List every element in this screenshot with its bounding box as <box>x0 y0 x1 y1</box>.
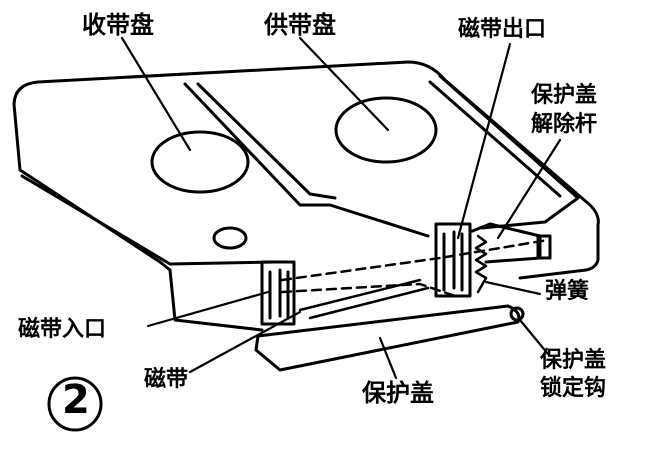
label-cover-release-line2: 解除杆 <box>531 112 598 137</box>
label-cover-lock-line2: 锁定钩 <box>540 376 607 401</box>
cassette-top-outline <box>12 60 600 227</box>
figure-number-circle <box>47 376 103 432</box>
label-cover-lock-line1: 保护盖 <box>540 348 607 373</box>
label-spring: 弹簧 <box>545 279 590 304</box>
tape-diagonal <box>298 278 430 320</box>
cassette-front-left <box>168 268 264 332</box>
label-tape-exit: 磁带出口 <box>458 17 547 42</box>
entry-guide-inner <box>268 268 290 320</box>
cassette-right-rim <box>438 74 580 230</box>
cassette-front-edge <box>20 174 277 266</box>
label-cover-release-line1: 保护盖 <box>531 83 598 108</box>
leader-supply <box>298 36 390 132</box>
label-supply-reel: 供带盘 <box>264 11 336 39</box>
cassette-right-end <box>518 223 600 280</box>
label-tape: 磁带 <box>144 367 189 392</box>
leader-tape <box>188 310 302 374</box>
leader-spring <box>484 280 542 296</box>
small-hole <box>212 226 248 250</box>
tape-path-upper <box>280 238 550 282</box>
leader-entry <box>146 290 270 328</box>
leader-exit <box>456 42 512 240</box>
leader-cover <box>378 336 398 380</box>
exit-guide-inner <box>442 230 464 292</box>
leader-release <box>496 138 562 240</box>
cassette-ridge <box>183 82 430 238</box>
lock-hook <box>509 306 525 322</box>
label-take-up-reel: 收带盘 <box>82 11 154 39</box>
exit-guide <box>434 222 472 298</box>
spring <box>474 234 488 294</box>
label-tape-entry: 磁带入口 <box>18 317 107 342</box>
figure-number: 2 <box>62 377 90 423</box>
release-lever-tab <box>536 234 552 260</box>
cassette-ridge-inner <box>196 82 337 200</box>
tape-path-lower <box>280 282 457 298</box>
take-up-reel-hub <box>150 130 250 194</box>
cassette-right-rim-inner <box>428 80 562 198</box>
protective-cover <box>254 304 521 372</box>
leader-lock <box>518 318 550 356</box>
label-protective-cover: 保护盖 <box>362 379 434 407</box>
supply-reel-hub <box>334 96 438 164</box>
cassette-left-side <box>12 102 172 272</box>
leader-take-up <box>120 36 192 152</box>
